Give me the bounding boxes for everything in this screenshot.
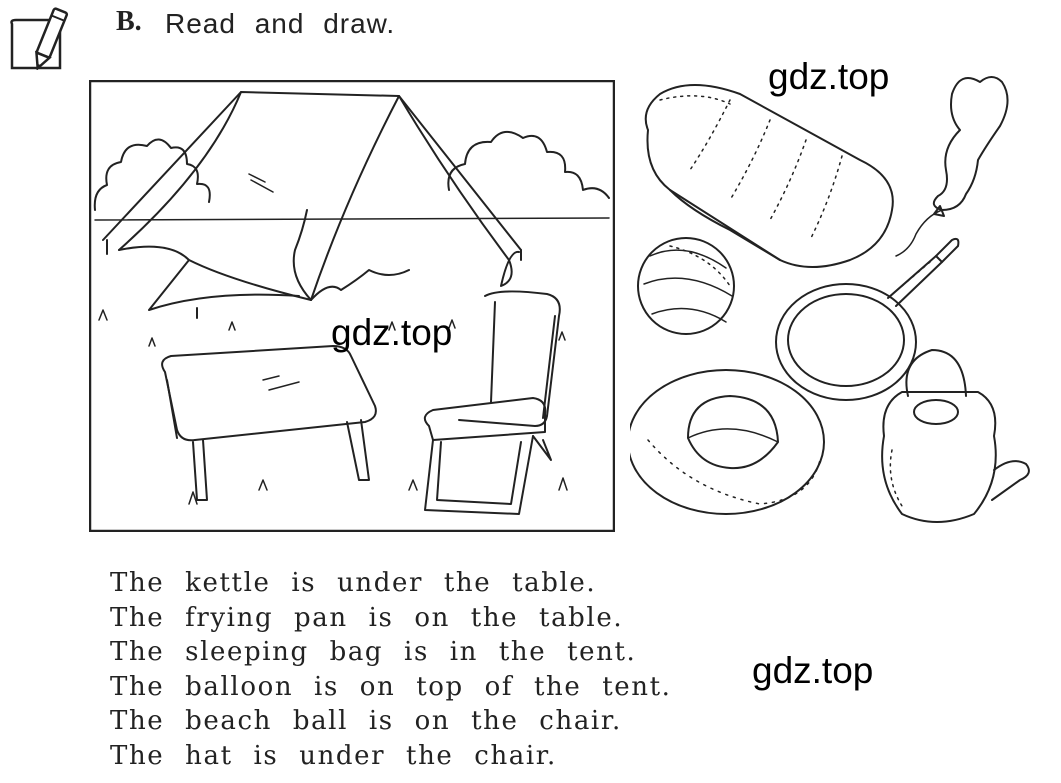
watermark-text: gdz.top (331, 312, 453, 353)
pencil-icon (2, 6, 90, 70)
bushes-right (448, 132, 609, 198)
sentence-line: The balloon is on top of the tent. (110, 671, 672, 702)
watermark-text: gdz.top (752, 650, 874, 691)
chair-illustration (425, 291, 560, 514)
objects-panel (630, 60, 1060, 540)
bushes-left (95, 139, 210, 210)
task-title: Read and draw. (165, 8, 396, 39)
frying-pan-illustration (776, 239, 958, 400)
beach-ball-illustration (638, 238, 734, 334)
sentence-line: The hat is under the chair. (110, 740, 557, 771)
tent-illustration (103, 92, 521, 318)
table-illustration (162, 346, 376, 500)
camping-scene (89, 80, 615, 532)
sentence-line: The sleeping bag is in the tent. (110, 637, 637, 668)
kettle-illustration (882, 350, 1029, 522)
balloon-illustration (896, 77, 1008, 256)
sentence-line: The frying pan is on the table. (110, 602, 624, 633)
hat-illustration (630, 370, 824, 514)
sentence-list: The kettle is under the table. The fryin… (110, 566, 672, 774)
watermark-text: gdz.top (768, 56, 890, 97)
sentence-line: The kettle is under the table. (110, 568, 597, 598)
sleeping-bag-illustration (646, 85, 893, 267)
task-letter: B. (116, 6, 142, 37)
sentence-line: The beach ball is on the chair. (110, 706, 622, 737)
